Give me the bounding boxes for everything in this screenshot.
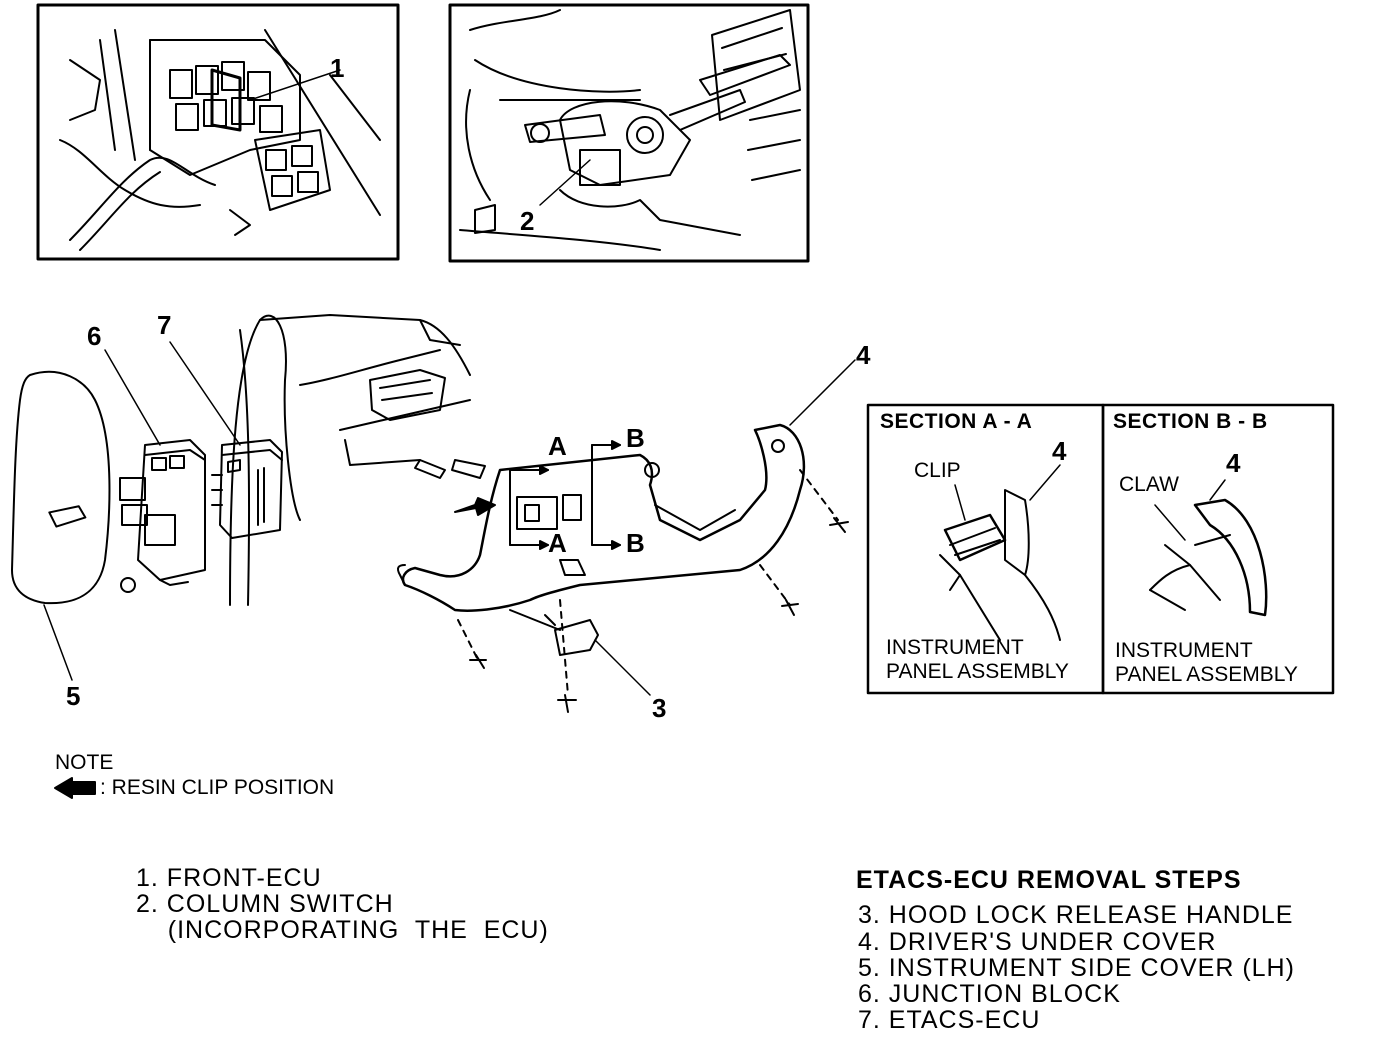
callout-2: 2 [520,206,535,236]
legend-item-1: 1. FRONT-ECU [136,864,322,892]
instrument-panel-outline [230,315,470,605]
section-mark-a-top: A [548,431,567,461]
resin-clip-arrow-icon [55,778,95,798]
callout-7: 7 [157,310,172,340]
section-bb-title: SECTION B - B [1113,410,1268,433]
instrument-side-cover [12,372,109,680]
section-mark-b-top: B [626,423,645,453]
junction-block [105,350,205,592]
inset-front-ecu [38,5,398,259]
removal-step-5: 5. INSTRUMENT SIDE COVER (LH) [858,954,1295,982]
legend-item-2-detail: (INCORPORATING THE ECU) [136,916,549,944]
screws [415,460,848,712]
section-aa-panel [868,405,1103,693]
note-title: NOTE [55,751,114,774]
removal-step-7: 7. ETACS-ECU [858,1006,1041,1034]
etacs-ecu [170,342,282,538]
section-aa-panel-line2: PANEL ASSEMBLY [886,660,1069,683]
section-mark-b-bottom: B [626,528,645,558]
inset-column-switch [450,5,808,261]
callout-3: 3 [652,693,667,723]
drivers-under-cover [398,360,855,611]
note-text: : RESIN CLIP POSITION [100,776,335,799]
section-aa-clip-label: CLIP [914,459,961,482]
callout-6: 6 [87,321,102,351]
section-mark-a-bottom: A [548,528,567,558]
section-bb-panel-line1: INSTRUMENT [1115,639,1253,662]
removal-step-4: 4. DRIVER'S UNDER COVER [858,928,1217,956]
removal-step-6: 6. JUNCTION BLOCK [858,980,1121,1008]
removal-steps-title: ETACS-ECU REMOVAL STEPS [856,866,1242,894]
callout-5: 5 [66,681,81,711]
section-aa-callout: 4 [1052,436,1067,466]
section-bb-panel-line2: PANEL ASSEMBLY [1115,663,1298,686]
section-bb-callout: 4 [1226,448,1241,478]
hood-lock-release-handle [510,610,650,695]
callout-1: 1 [330,53,345,83]
legend-item-2: 2. COLUMN SWITCH [136,890,394,918]
removal-step-3: 3. HOOD LOCK RELEASE HANDLE [858,901,1294,929]
callout-4: 4 [856,340,871,370]
section-aa-title: SECTION A - A [880,410,1033,433]
section-bb-claw-label: CLAW [1119,473,1179,496]
section-aa-panel-line1: INSTRUMENT [886,636,1024,659]
section-bb-panel [1103,405,1333,693]
